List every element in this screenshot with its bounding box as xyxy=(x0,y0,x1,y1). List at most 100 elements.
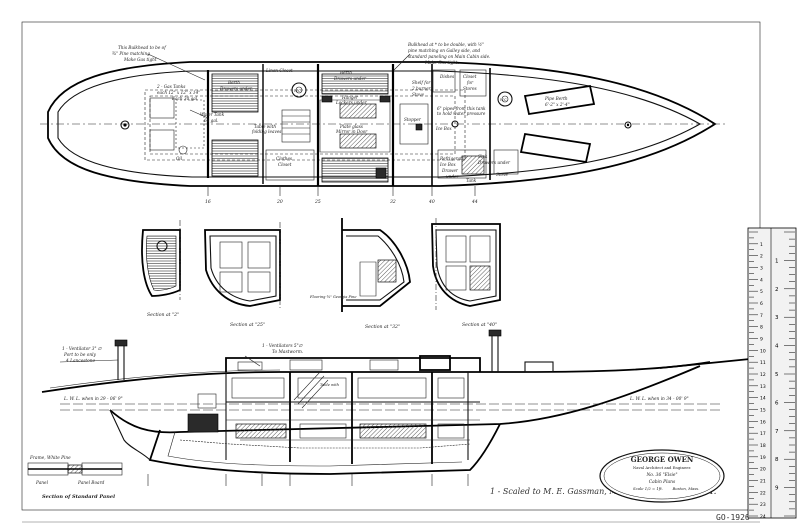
note-closet-stores-2: for xyxy=(466,80,474,85)
ruler-cm-label: 4 xyxy=(760,277,763,283)
note-wc-aft: W.C. xyxy=(500,98,508,102)
note-skylight-2: Mirror in Door xyxy=(335,129,368,134)
note-shelf-2: 2 burner xyxy=(411,86,432,91)
ruler-inch-label: 7 xyxy=(775,429,779,435)
profile-view xyxy=(41,329,761,486)
note-gas-tanks-2: each 12" x 12" x 14" xyxy=(157,90,200,95)
note-refrigerator-2: Ice Box xyxy=(439,162,456,167)
note-sink-2: Drawers under xyxy=(477,160,511,165)
section-25 xyxy=(204,222,281,310)
note-berth-center-1: Berth xyxy=(339,70,352,75)
station-32: 32 xyxy=(390,199,396,205)
ruler-cm-label: 11 xyxy=(760,360,766,366)
ruler-cm-label: 12 xyxy=(760,372,766,378)
ruler-inch-label: 6 xyxy=(775,400,779,406)
ruler-cm-label: 18 xyxy=(760,443,766,449)
note-bulkhead-left-2: ¾" Pine matching xyxy=(112,51,150,56)
section-standard-panel-label: Section of Standard Panel xyxy=(42,494,115,500)
note-gas-tanks-1: 2 - Gas Tanks xyxy=(156,84,185,89)
note-closet-stores-3: Stores xyxy=(463,86,477,91)
section-40 xyxy=(431,218,501,310)
station-16: 16 xyxy=(205,199,211,205)
note-skylight-1: Plate glass xyxy=(339,124,363,129)
note-tank: Tank xyxy=(466,178,477,183)
note-clothes-closet-1: Clothes xyxy=(276,156,292,161)
note-bulkhead-left-1: This Bulkhead to be of xyxy=(118,45,167,50)
plan-stations: 16 20 25 32 40 44 xyxy=(205,199,478,205)
note-berth-left-1: Berth xyxy=(227,80,240,85)
station-20: 20 xyxy=(276,199,283,205)
note-refrigerator-1: Refrigerator xyxy=(439,156,467,161)
title-line2: Naval Architect and Engineer. xyxy=(633,465,691,470)
measuring-ruler: 1234567891011121314151617181920212223241… xyxy=(747,227,797,520)
note-stopper: Stopper xyxy=(404,117,422,122)
note-table-profile: Table with xyxy=(320,383,339,387)
ruler-cm-label: 22 xyxy=(760,490,766,496)
note-bulkhead-right-3: standard paneling on Main Cabin side. xyxy=(408,54,490,59)
note-panel-board: Panel Board xyxy=(77,481,105,486)
note-gas-tanks-3: Each 30 gal. xyxy=(171,96,198,101)
note-water-tank-1: Water Tank xyxy=(200,112,225,117)
ruler-inch-label: 1 xyxy=(775,258,779,264)
note-refrigerator-4: under xyxy=(446,174,460,179)
note-ventilator-2-2: To Mastworm. xyxy=(272,350,303,355)
ruler-inch-label: 8 xyxy=(775,457,779,463)
section-label-32: Section at "32" xyxy=(365,324,400,330)
section-labels: Section at "2" Section at "25" Section a… xyxy=(147,294,497,330)
station-40: 40 xyxy=(428,199,435,205)
note-linen-closet: Linen Closet xyxy=(265,68,293,73)
note-frame-pine: Frame, White Pine xyxy=(29,456,71,461)
ruler-cm-label: 7 xyxy=(760,313,763,319)
ruler-inch-label: 4 xyxy=(775,344,779,350)
title-line5: Scale 1/2 = 1ft. xyxy=(633,486,663,491)
title-line3: No. 36 "Elsie" xyxy=(645,473,677,478)
section-label-25: Section at "25" xyxy=(230,322,265,328)
note-ventilator-1-2: Port to be only xyxy=(63,353,97,358)
ruler-cm-label: 24 xyxy=(760,514,766,520)
note-hanger-2: Lockers under xyxy=(335,100,368,105)
note-shelf-3: Stove xyxy=(412,92,424,97)
note-hanger-1: Hanger xyxy=(341,95,359,100)
ruler-cm-label: 17 xyxy=(760,431,766,437)
note-ice-box: Ice Box xyxy=(435,126,452,131)
plan-view xyxy=(40,53,728,196)
ruler-cm-label: 23 xyxy=(760,502,766,508)
section-32 xyxy=(341,218,411,312)
ruler-cm-label: 13 xyxy=(760,384,766,390)
note-pipes-2: to hold water pressure xyxy=(437,111,486,116)
note-flooring: Flooring ¾" Georgia Pine xyxy=(309,294,357,299)
note-shelf-1: Shelf for xyxy=(412,80,431,85)
note-clothes-closet-2: Closet xyxy=(278,162,292,167)
note-oil: Oil xyxy=(176,156,183,161)
ruler-cm-label: 10 xyxy=(760,348,766,354)
title-line4: Cabin Plans xyxy=(649,480,676,485)
ruler-cm-label: 21 xyxy=(760,479,766,485)
note-panel: Panel xyxy=(35,481,49,486)
ruler-cm-label: 14 xyxy=(760,396,766,402)
section-label-2: Section at "2" xyxy=(147,312,179,318)
note-table-1: Table with xyxy=(254,124,276,129)
note-lwl-left: L. W. L. when in 29 - 06' 9" xyxy=(63,397,123,402)
ruler-cm-label: 8 xyxy=(760,325,763,331)
standard-panel-detail: Frame, White Pine Panel Panel Board Sect… xyxy=(27,456,123,500)
plan-labels: This Bulkhead to be of ¾" Pine matching … xyxy=(112,42,570,183)
note-ventilator-1-3: 4 Lancestone xyxy=(65,359,96,364)
note-pipe-berth-1: Pipe Berth xyxy=(544,96,568,101)
ruler-cm-label: 3 xyxy=(760,266,763,272)
section-label-40: Section at "40" xyxy=(462,322,497,328)
note-berth-center-2: Drawers under xyxy=(333,76,367,81)
ruler-cm-label: 19 xyxy=(760,455,766,461)
note-wc-fwd: W.C. xyxy=(294,89,302,93)
title-name: GEORGE OWEN xyxy=(631,455,694,464)
note-closet-stores-1: Closet xyxy=(463,74,477,79)
ruler-cm-label: 1 xyxy=(760,242,763,248)
ruler-cm-label: 5 xyxy=(760,289,763,295)
profile-labels: 1 - Ventilator 3" ∅ Port to be only 4 La… xyxy=(62,343,689,402)
note-bulkhead-right-4: Make Gas tight. xyxy=(424,60,459,65)
note-water-tank-2: 60 gal. xyxy=(204,118,219,123)
section-2 xyxy=(141,220,181,300)
note-table-2: folding leaves xyxy=(251,129,281,134)
note-sink-1: Sink xyxy=(478,154,488,159)
ruler-inch-label: 5 xyxy=(775,372,779,378)
